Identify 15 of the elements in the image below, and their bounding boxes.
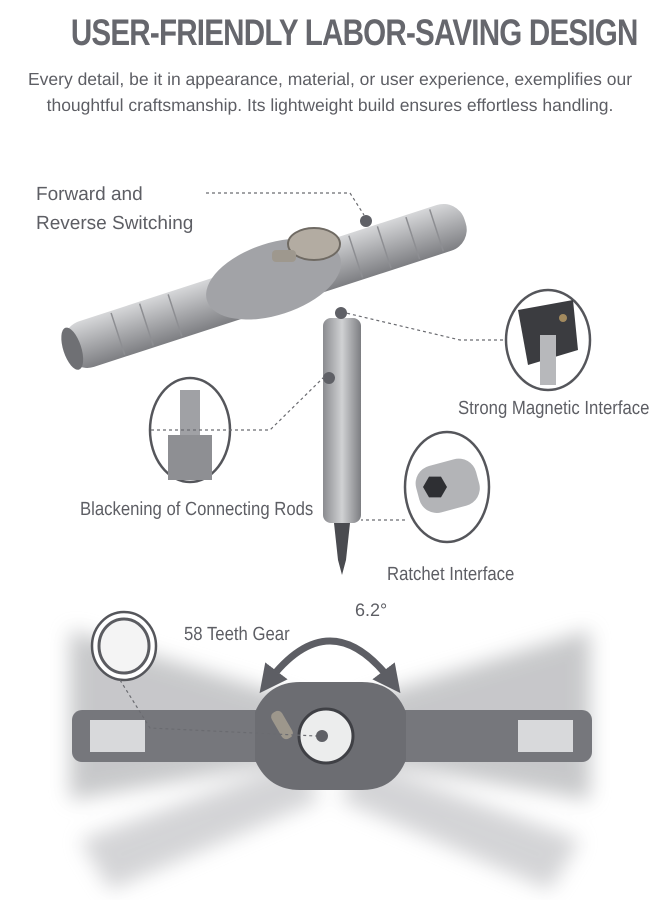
callout-text: Forward and Reverse Switching [36,180,206,238]
leader-line [151,374,326,431]
angle-label: 6.2° [355,600,388,621]
callout-dot [360,215,372,227]
leader-line [361,519,405,521]
callout-text: 58 Teeth Gear [184,624,290,646]
leader-line [120,680,316,737]
callout-text: Ratchet Interface [387,564,514,586]
title: USER-FRIENDLY LABOR-SAVING DESIGN [70,12,638,54]
callout-text: Strong Magnetic Interface [458,398,650,420]
leader-line [206,192,364,216]
callout-text: Blackening of Connecting Rods [80,499,314,521]
leader-line [346,312,503,341]
callout-dot [335,307,347,319]
intro-paragraph: Every detail, be it in appearance, material, or user experience, exemplifies our thoughtful craftsmanship. Its lightweight build ensures effortless handling. [26,68,634,118]
